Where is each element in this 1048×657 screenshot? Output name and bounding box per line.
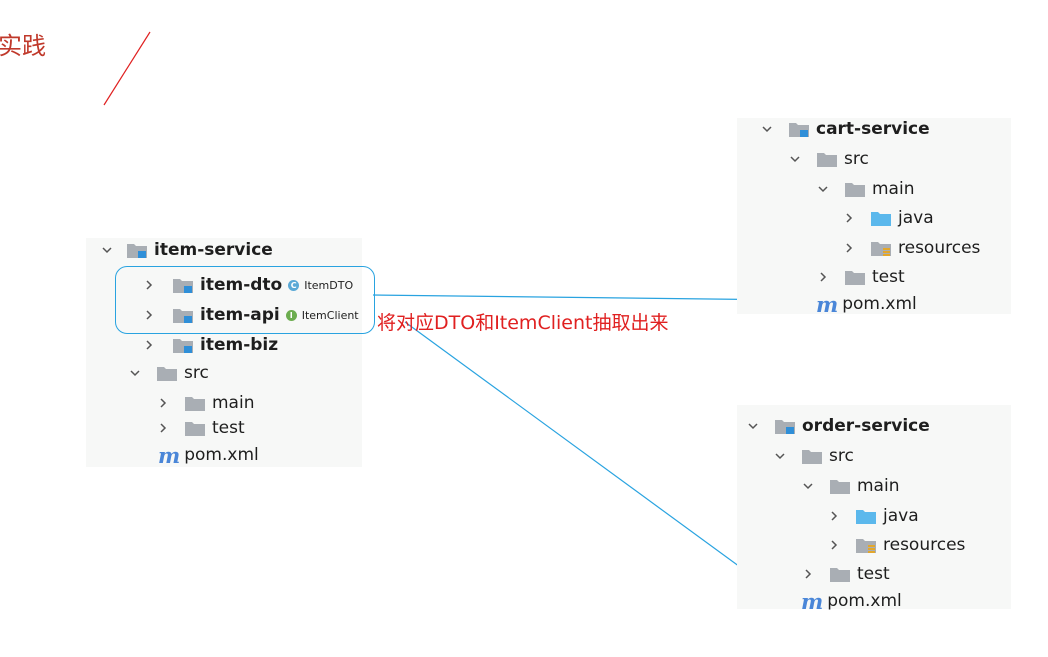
cart-resources-node[interactable]: resources	[838, 236, 980, 260]
chevron-down-icon[interactable]	[96, 239, 118, 261]
folder-icon	[801, 447, 823, 465]
resources-label: resources	[898, 238, 981, 258]
decorative-stroke	[103, 31, 151, 106]
module-folder-icon	[774, 417, 796, 435]
chevron-down-icon[interactable]	[756, 118, 778, 140]
folder-icon	[816, 150, 838, 168]
chevron-down-icon[interactable]	[124, 362, 146, 384]
chevron-right-icon[interactable]	[797, 563, 819, 585]
interface-name: ItemClient	[301, 308, 359, 322]
cart-service-label: cart-service	[816, 119, 930, 139]
java-label: java	[898, 208, 934, 228]
module-folder-icon	[788, 120, 810, 138]
chevron-right-icon[interactable]	[812, 266, 834, 288]
chevron-right-icon[interactable]	[838, 207, 860, 229]
main-label: main	[212, 393, 255, 413]
folder-icon	[184, 394, 206, 412]
chevron-right-icon[interactable]	[152, 417, 174, 439]
order-pom-node[interactable]: m pom.xml	[801, 588, 902, 614]
class-icon: C	[288, 279, 300, 291]
chevron-right-icon[interactable]	[823, 534, 845, 556]
java-label: java	[883, 506, 919, 526]
chevron-down-icon[interactable]	[742, 415, 764, 437]
order-java-node[interactable]: java	[823, 504, 919, 528]
order-main-node[interactable]: main	[797, 474, 899, 498]
page-title: 实践	[0, 32, 46, 60]
cart-test-node[interactable]: test	[812, 265, 905, 289]
class-name: ItemDTO	[304, 278, 354, 292]
chevron-down-icon[interactable]	[797, 475, 819, 497]
arrow-to-cart-service	[372, 294, 798, 305]
chevron-right-icon[interactable]	[138, 334, 160, 356]
item-dto-label: item-dto	[200, 275, 283, 295]
order-service-label: order-service	[802, 416, 930, 436]
src-label: src	[844, 149, 869, 169]
cart-pom-node[interactable]: m pom.xml	[816, 291, 917, 317]
source-folder-icon	[855, 507, 877, 525]
item-service-label: item-service	[154, 240, 273, 260]
src-label: src	[184, 363, 209, 383]
item-src-node[interactable]: src	[124, 361, 209, 385]
item-service-tree	[86, 238, 362, 467]
order-test-node[interactable]: test	[797, 562, 890, 586]
cart-java-node[interactable]: java	[838, 206, 934, 230]
item-biz-label: item-biz	[200, 335, 279, 355]
resources-label: resources	[883, 535, 966, 555]
order-resources-node[interactable]: resources	[823, 533, 965, 557]
main-label: main	[857, 476, 900, 496]
arrow-to-order-service	[404, 321, 778, 595]
chevron-down-icon[interactable]	[784, 148, 806, 170]
item-pom-node[interactable]: m pom.xml	[158, 442, 259, 468]
maven-icon: m	[801, 588, 823, 614]
pom-label: pom.xml	[184, 445, 259, 465]
test-label: test	[872, 267, 905, 287]
extraction-highlight	[115, 266, 375, 334]
item-api-label: item-api	[200, 305, 280, 325]
cart-service-node[interactable]: cart-service	[756, 117, 930, 141]
order-service-tree	[737, 405, 1011, 609]
chevron-right-icon[interactable]	[823, 505, 845, 527]
resources-folder-icon	[870, 239, 892, 257]
folder-icon	[829, 565, 851, 583]
chevron-right-icon[interactable]	[152, 392, 174, 414]
pom-label: pom.xml	[842, 294, 917, 314]
order-src-node[interactable]: src	[769, 444, 854, 468]
src-label: src	[829, 446, 854, 466]
maven-icon: m	[816, 291, 838, 317]
item-biz-node[interactable]: item-biz	[138, 333, 278, 357]
order-service-node[interactable]: order-service	[742, 414, 930, 438]
main-label: main	[872, 179, 915, 199]
pom-label: pom.xml	[827, 591, 902, 611]
test-label: test	[212, 418, 245, 438]
item-api-node[interactable]: item-api I ItemClient	[138, 303, 359, 327]
test-label: test	[857, 564, 890, 584]
item-service-node[interactable]: item-service	[96, 238, 273, 262]
extraction-annotation: 将对应DTO和ItemClient抽取出来	[377, 312, 669, 334]
folder-icon	[844, 268, 866, 286]
folder-icon	[184, 419, 206, 437]
item-test-node[interactable]: test	[152, 416, 245, 440]
chevron-right-icon[interactable]	[838, 237, 860, 259]
item-dto-node[interactable]: item-dto C ItemDTO	[138, 273, 353, 297]
cart-main-node[interactable]: main	[812, 177, 914, 201]
interface-badge: I ItemClient	[285, 308, 359, 322]
folder-icon	[844, 180, 866, 198]
folder-icon	[156, 364, 178, 382]
source-folder-icon	[870, 209, 892, 227]
maven-icon: m	[158, 442, 180, 468]
resources-folder-icon	[855, 536, 877, 554]
module-folder-icon	[172, 336, 194, 354]
module-folder-icon	[126, 241, 148, 259]
chevron-down-icon[interactable]	[769, 445, 791, 467]
chevron-down-icon[interactable]	[812, 178, 834, 200]
folder-icon	[829, 477, 851, 495]
class-badge: C ItemDTO	[288, 279, 353, 292]
cart-src-node[interactable]: src	[784, 147, 869, 171]
item-main-node[interactable]: main	[152, 391, 254, 415]
interface-icon: I	[285, 309, 297, 321]
